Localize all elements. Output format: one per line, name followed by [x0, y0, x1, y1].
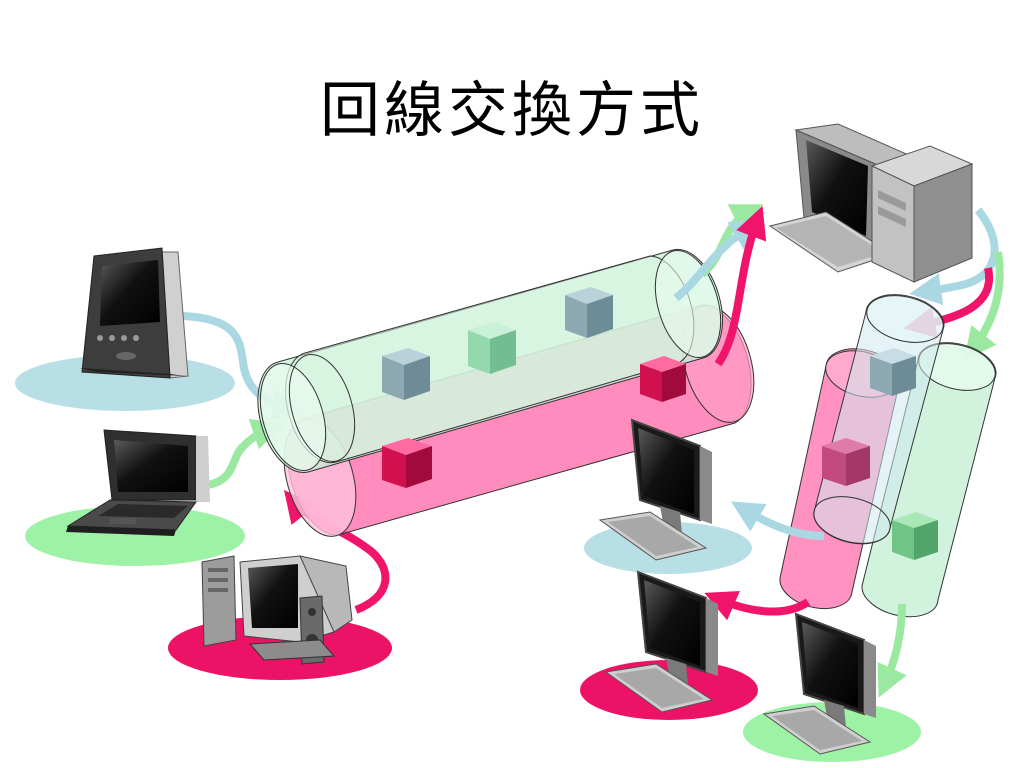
- laptop-icon: [66, 429, 210, 536]
- data-cube: [892, 512, 938, 560]
- green-circuit-arrow-to-lcd: [877, 603, 907, 698]
- data-cube: [640, 356, 686, 402]
- lcd-monitor-icon: [604, 570, 718, 713]
- data-cube: [468, 322, 516, 374]
- lcd-monitor-icon: [598, 418, 712, 561]
- data-cube: [382, 438, 432, 488]
- data-cube: [822, 438, 870, 486]
- pda-icon: [80, 247, 189, 379]
- pink-circuit-arrow-out: [714, 206, 767, 367]
- cyan-circuit-arrow-to-lcd: [731, 501, 825, 540]
- data-cube: [870, 348, 916, 396]
- green-circuit-arrow-server-out: [964, 251, 1004, 361]
- data-cube: [382, 348, 430, 400]
- tower-pc-icon: [768, 123, 974, 283]
- cyan-circuit-arrow-server-out: [909, 207, 999, 306]
- lcd-monitor-icon: [762, 612, 876, 755]
- data-cube: [565, 287, 613, 338]
- green-circuit-arrow-in: [206, 418, 285, 489]
- slide-title: 回線交換方式: [320, 76, 704, 146]
- pink-circuit-arrow-to-lcd: [704, 591, 811, 621]
- desktop-crt-icon: [201, 555, 353, 665]
